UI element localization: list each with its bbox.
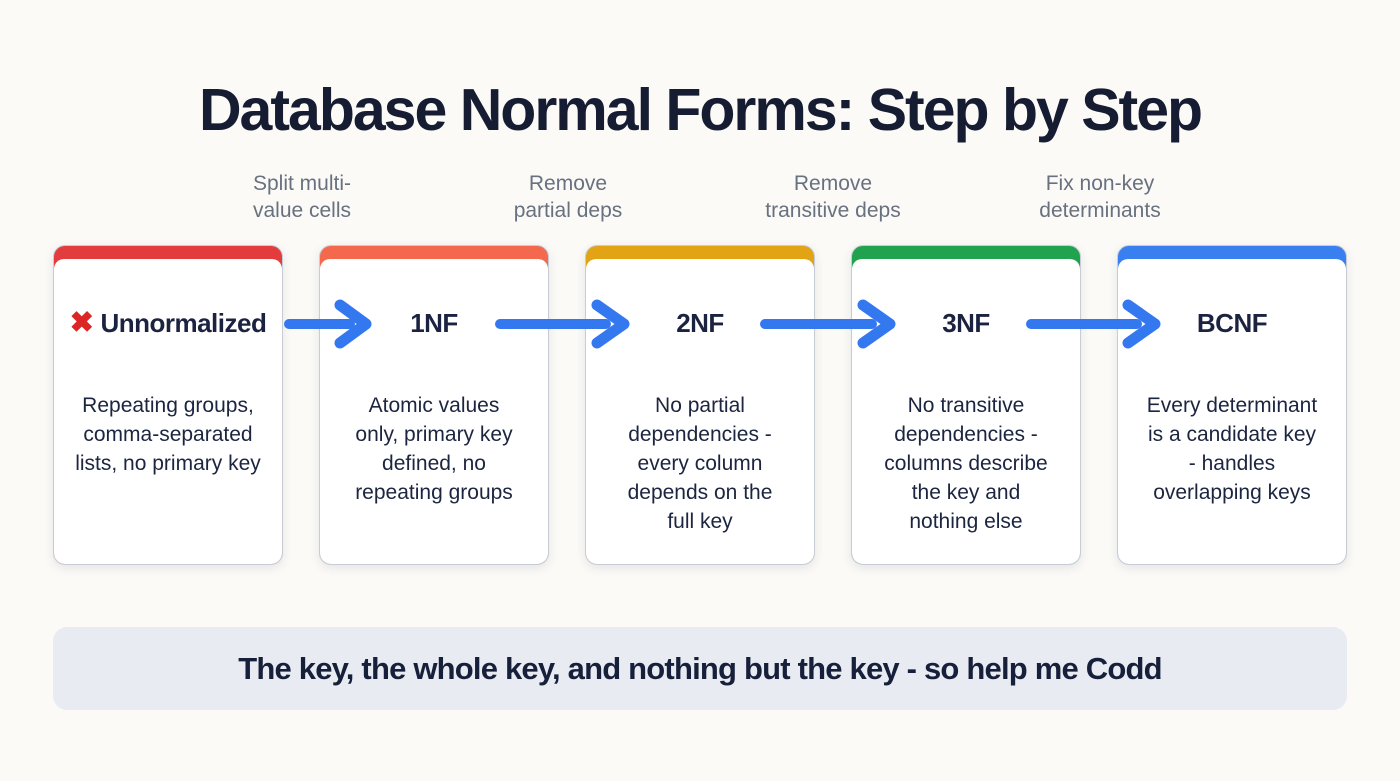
card-body: ✖ Unnormalized Repeating groups, comma-s… [54,259,282,564]
footer-quote-banner: The key, the whole key, and nothing but … [53,627,1347,710]
card-heading-label: Unnormalized [100,308,267,338]
page-title: Database Normal Forms: Step by Step [198,76,1203,143]
transition-label-1nf: Split multi- value cells [252,172,352,222]
card-body: BCNF Every determinant is a candidate ke… [1118,259,1346,564]
card-2nf: 2NF No partial dependencies - every colu… [585,245,815,565]
transition-label-bcnf: Fix non-key determinants [1039,172,1161,222]
arrow-right-icon [1025,296,1163,352]
card-body: 1NF Atomic values only, primary key defi… [320,259,548,564]
arrow-right-icon [284,296,374,352]
card-body: 3NF No transitive dependencies - columns… [852,259,1080,564]
card-body: 2NF No partial dependencies - every colu… [586,259,814,564]
card-heading: 2NF [676,305,724,341]
card-heading-label: BCNF [1196,308,1268,338]
normal-forms-row: ✖ Unnormalized Repeating groups, comma-s… [53,245,1347,565]
card-heading: 3NF [942,305,990,341]
card-heading-label: 1NF [410,308,458,338]
card-1nf: 1NF Atomic values only, primary key defi… [319,245,549,565]
transition-label-2nf: Remove partial deps [513,172,623,222]
arrow-right-icon [494,296,632,352]
card-heading-label: 2NF [676,308,724,338]
card-3nf: 3NF No transitive dependencies - columns… [851,245,1081,565]
card-description: No partial dependencies - every column d… [627,394,773,533]
footer-quote-text: The key, the whole key, and nothing but … [238,650,1162,686]
card-heading: ✖ Unnormalized [70,305,267,341]
card-description: No transitive dependencies - columns des… [884,394,1048,533]
x-mark-icon: ✖ [69,306,94,339]
card-description: Repeating groups, comma-separated lists,… [75,394,261,475]
arrow-right-icon [759,296,898,352]
transition-label-3nf: Remove transitive deps [765,172,901,222]
card-bcnf: BCNF Every determinant is a candidate ke… [1117,245,1347,565]
card-unnormalized: ✖ Unnormalized Repeating groups, comma-s… [53,245,283,565]
card-heading: 1NF [410,305,458,341]
card-heading-label: 3NF [942,308,990,338]
card-heading: BCNF [1196,305,1268,341]
card-description: Atomic values only, primary key defined,… [355,394,513,504]
card-description: Every determinant is a candidate key - h… [1146,394,1318,504]
